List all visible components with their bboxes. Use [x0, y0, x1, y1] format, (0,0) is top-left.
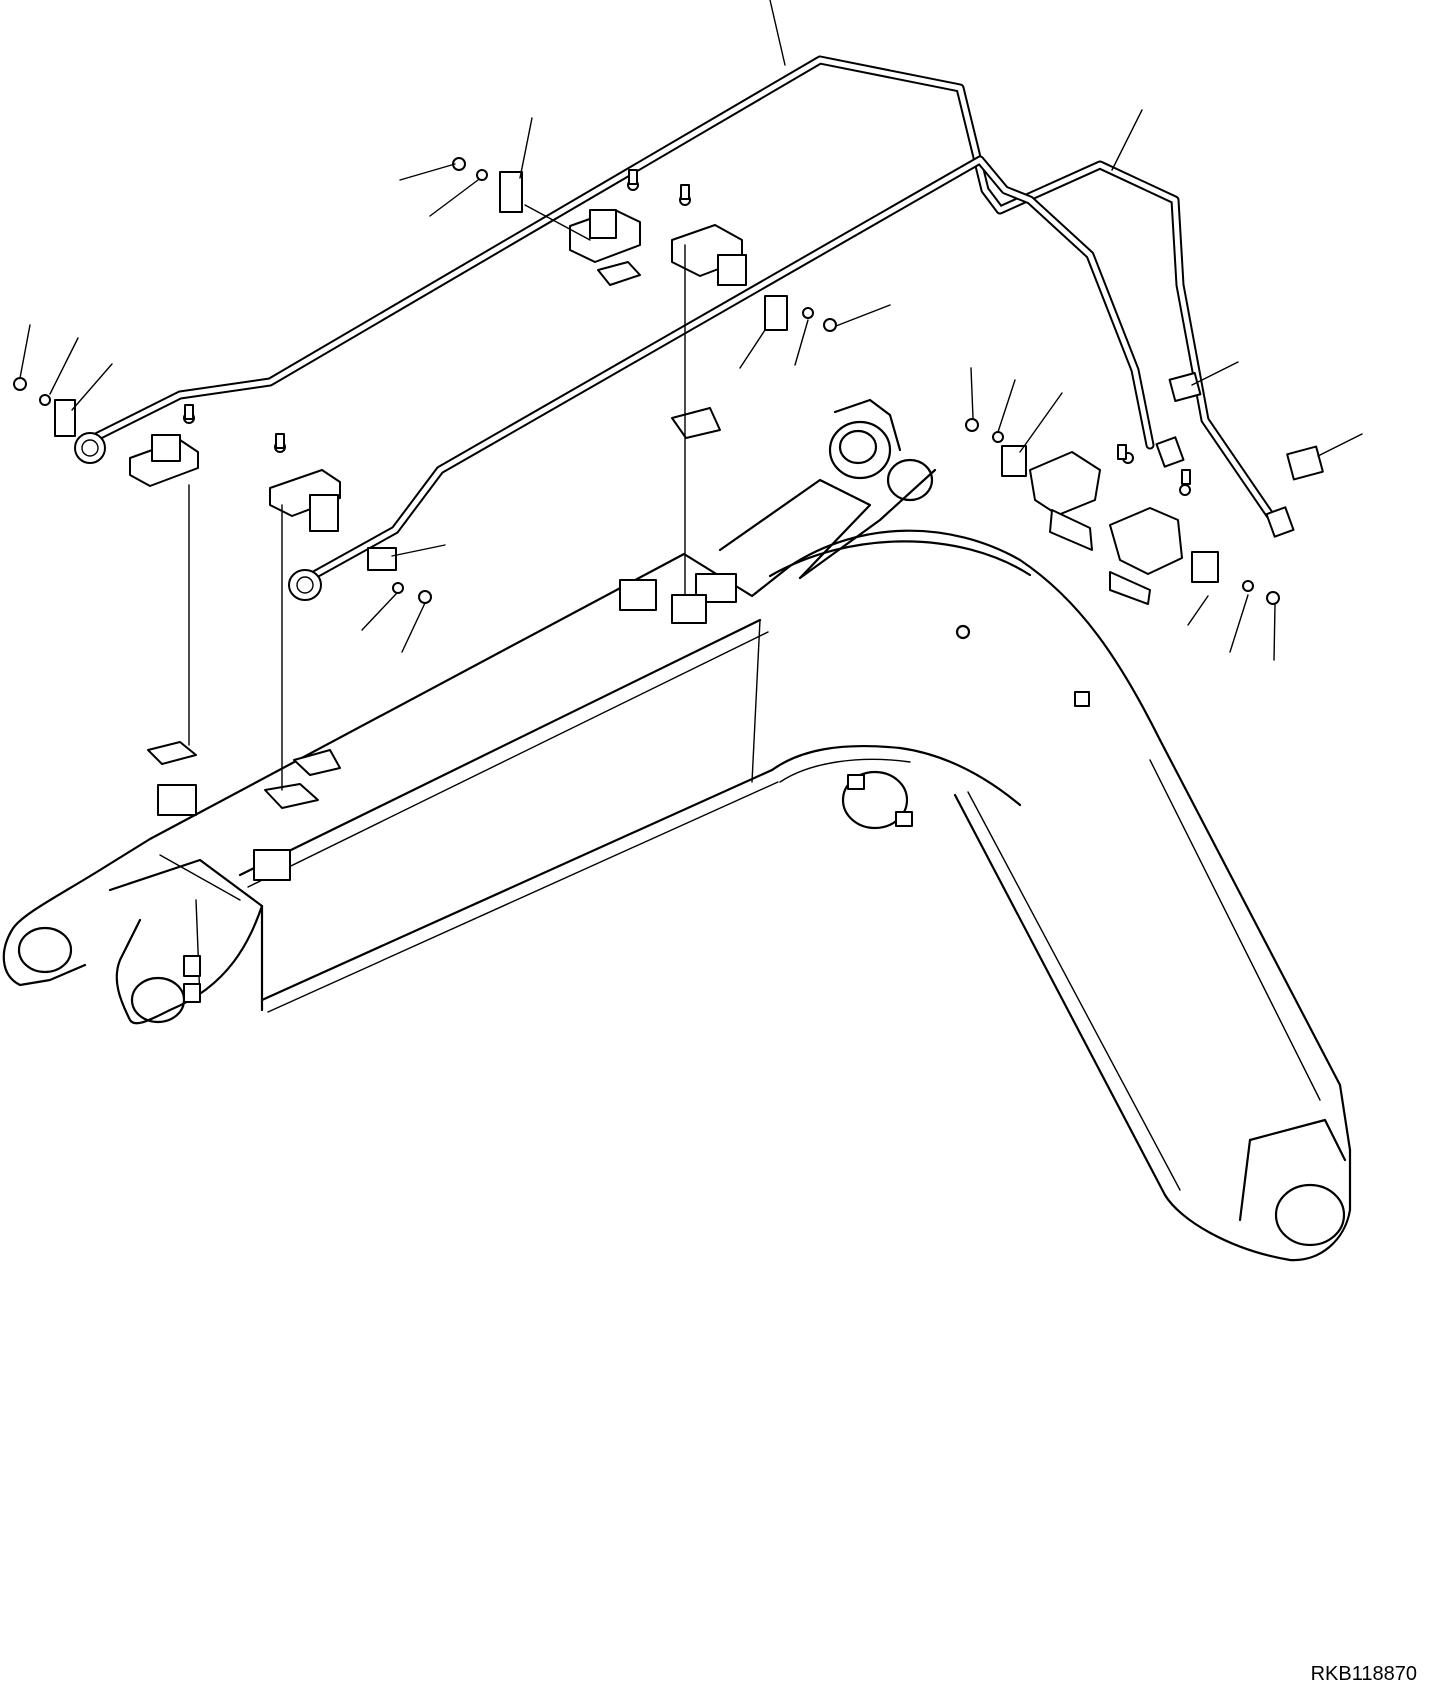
hydraulic-pipe-upper [85, 55, 1275, 520]
pipe-clamps [54, 171, 1219, 881]
boom [2, 398, 1352, 1262]
drawing-code: RKB118870 [1310, 1663, 1417, 1685]
pipe-end-fittings [74, 372, 1324, 601]
hydraulic-pipe-lower [300, 155, 1155, 585]
leader-lines [19, 0, 1363, 661]
assembly-lines [188, 204, 686, 791]
